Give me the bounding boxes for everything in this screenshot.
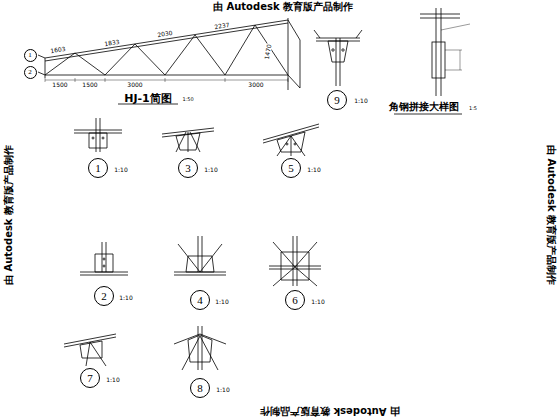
dimension: 2030 [156, 30, 174, 39]
detail-1 [74, 118, 122, 152]
watermark: 由 Autodesk 教育版产品制作 [260, 406, 400, 416]
callout-circle: 1 [24, 49, 37, 62]
callout-circle: 5 [281, 158, 301, 178]
detail-2 [80, 242, 128, 275]
scale-note: 1:5 [468, 106, 478, 111]
callout-number: 6 [292, 295, 298, 306]
callout-number: 9 [334, 95, 340, 106]
drawing-title: 角钢拼接大样图 [389, 102, 459, 112]
detail-5 [263, 124, 319, 156]
callout-number: 2 [101, 291, 107, 302]
callout-number: 4 [197, 295, 203, 306]
scale-note: 1:10 [105, 377, 120, 383]
scale-note: 1:10 [215, 387, 230, 393]
callout-circle: 6 [285, 290, 305, 310]
callout-number: 2 [28, 69, 32, 76]
scale-note: 1:10 [353, 98, 368, 104]
watermark: 由 Autodesk 教育版产品制作 [546, 145, 556, 285]
callout-circle: 1 [88, 158, 108, 178]
detail-8 [174, 326, 226, 370]
dimension: 1500 [81, 82, 98, 88]
scale-note: 1:10 [113, 167, 128, 173]
detail-7 [64, 334, 116, 366]
callout-circle: 4 [190, 290, 210, 310]
dimension: 1603 [49, 46, 67, 55]
callout-number: 5 [288, 163, 294, 174]
dimension: 1500 [51, 82, 68, 88]
callout-circle: 2 [94, 286, 114, 306]
detail-6 [269, 236, 321, 286]
angle-splice-detail [394, 8, 470, 114]
drawing-title: HJ-1简图 [124, 93, 172, 104]
callout-number: 7 [87, 373, 93, 384]
scale-note: 1:10 [306, 167, 321, 173]
callout-number: 1 [28, 52, 32, 59]
watermark: 由 Autodesk 教育版产品制作 [4, 145, 14, 285]
watermark: 由 Autodesk 教育版产品制作 [213, 2, 353, 12]
callout-circle: 2 [24, 66, 37, 79]
callout-number: 3 [185, 163, 191, 174]
detail-3 [162, 128, 214, 152]
callout-circle: 7 [80, 368, 100, 388]
dimension: 2237 [213, 22, 231, 31]
callout-number: 8 [197, 383, 203, 394]
callout-circle: 3 [178, 158, 198, 178]
dimension: 3000 [247, 82, 264, 88]
truss-elevation [38, 18, 300, 104]
dimension: 1470 [264, 43, 273, 61]
scale-note: 1:10 [118, 295, 133, 301]
dimension: 1833 [103, 39, 121, 48]
scale-note: 1:10 [203, 167, 218, 173]
callout-circle: 8 [190, 378, 210, 398]
dimension: 3000 [126, 82, 143, 88]
callout-circle: 9 [327, 90, 347, 110]
detail-9 [314, 30, 362, 86]
detail-4 [174, 236, 226, 275]
scale-note: 1:10 [310, 299, 325, 305]
callout-number: 1 [95, 163, 101, 174]
scale-note: 1:50 [181, 97, 194, 102]
scale-note: 1:10 [214, 299, 229, 305]
